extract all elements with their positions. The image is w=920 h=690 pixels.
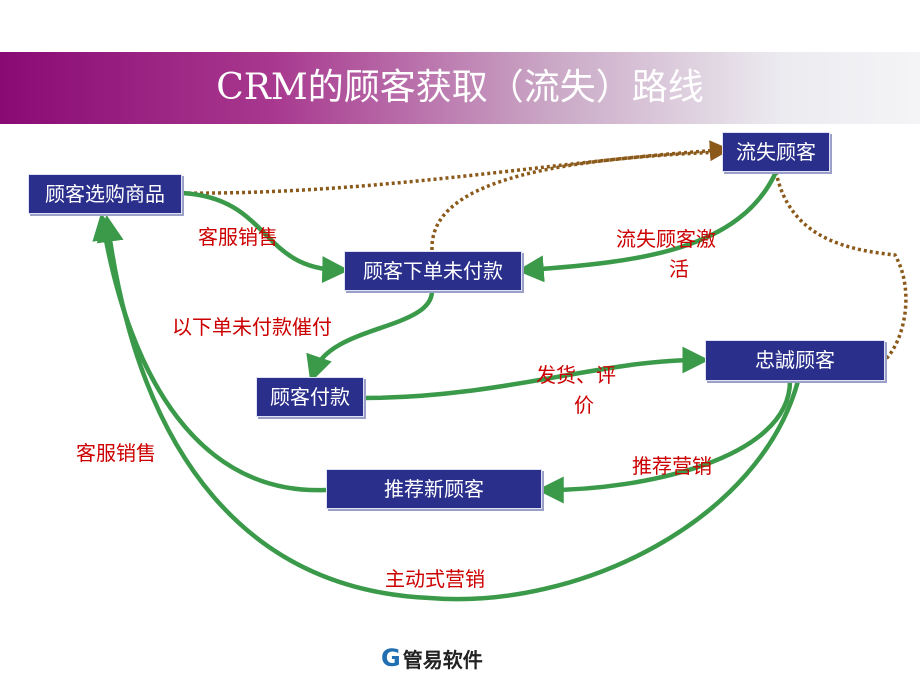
node-order-unpaid: 顾客下单未付款 — [344, 251, 522, 291]
arrow-browse-to-unpaid — [181, 190, 350, 284]
company-logo: G 管易软件 — [381, 643, 483, 673]
node-lost: 流失顾客 — [722, 132, 830, 172]
dotted-arrow-unpaid-to-lost — [430, 150, 723, 251]
edge-label-ship-1: 发货、评 — [536, 363, 616, 387]
arrow-unpaid-to-paid — [306, 290, 435, 383]
page-title: CRM的顾客获取（流失）路线 — [216, 67, 704, 108]
edge-label-reactivate-2: 活 — [669, 257, 689, 281]
logo-text: 管易软件 — [402, 647, 483, 672]
node-paid: 顾客付款 — [256, 377, 364, 417]
edge-label-recommend-marketing: 推荐营销 — [632, 454, 712, 478]
node-recommend: 推荐新顾客 — [326, 469, 542, 509]
node-loyal: 忠誠顾客 — [705, 340, 885, 381]
arrow-lost-to-unpaid — [516, 171, 779, 283]
edge-label-reactivate-1: 流失顾客激 — [616, 227, 716, 251]
edge-label-service-sales-1: 客服销售 — [198, 225, 278, 249]
logo-mark: G — [381, 644, 401, 672]
node-browse: 顾客选购商品 — [28, 174, 182, 214]
dotted-arrow-browse-to-lost — [181, 140, 731, 195]
dotted-arrow-lost-loyal — [774, 171, 908, 362]
arrow-paid-to-loyal — [363, 346, 710, 401]
title-bar — [0, 52, 920, 124]
edge-label-service-sales-2: 客服销售 — [76, 441, 156, 465]
arrow-loyal-to-browse-loop — [96, 214, 801, 602]
edge-label-unpaid-reminder: 以下单未付款催付 — [172, 315, 332, 339]
edge-label-proactive-marketing: 主动式营销 — [385, 567, 485, 591]
arrow-loyal-to-recommend — [536, 380, 793, 504]
edge-label-ship-2: 价 — [574, 393, 594, 417]
